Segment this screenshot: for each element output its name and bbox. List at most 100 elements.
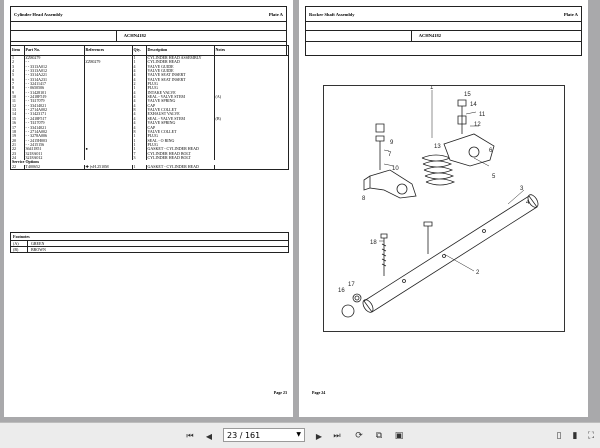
cell-qty: 4: [132, 116, 147, 122]
rocker-shaft-drawing: 1 2 3 4 5 6 7 8 9 10 11 12 13 14 15 16 1…: [338, 85, 539, 318]
cell-qty: 1: [132, 164, 147, 169]
page-24: Rocker Shaft Assembly Plate A ACHN4182: [299, 0, 588, 417]
cell-qty: 4: [132, 103, 147, 109]
assembly-code: ACHN4182: [418, 33, 441, 38]
cell-part: 36411851: [24, 147, 85, 152]
callout-18: 18: [370, 240, 377, 246]
cell-desc: VALVE SPRING: [146, 99, 215, 104]
cell-qty: 1: [132, 138, 147, 143]
page-number-input[interactable]: 23 / 161 ▼: [223, 428, 305, 442]
rotate-icon[interactable]: ⟳: [355, 431, 363, 441]
callout-6: 6: [489, 148, 493, 154]
prev-page-icon[interactable]: ◀: [205, 431, 213, 441]
callout-4: 4: [526, 200, 530, 206]
cell-item: 6: [11, 77, 25, 83]
cell-qty: 1: [132, 142, 147, 148]
cell-qty: 8: [132, 129, 147, 135]
cell-item: 20: [11, 138, 25, 143]
last-page-icon[interactable]: ⏭: [333, 431, 341, 440]
callout-10: 10: [392, 166, 399, 172]
cell-desc: VALVE SPRING: [146, 121, 215, 126]
cell-ref: ●: [84, 147, 133, 152]
cell-ref: [84, 73, 133, 78]
callout-9: 9: [390, 140, 394, 146]
cell-item: 14: [11, 112, 25, 117]
two-page-icon[interactable]: ▮: [572, 431, 578, 441]
col-header: References: [84, 46, 133, 56]
cell-part: - - 32411417: [24, 82, 85, 87]
next-page-icon[interactable]: ▶: [315, 431, 323, 441]
callout-14: 14: [470, 102, 477, 108]
callout-3: 3: [520, 186, 524, 192]
cell-item: 8: [11, 86, 25, 91]
callout-11: 11: [479, 112, 486, 118]
cell-ref: [84, 116, 133, 122]
cell-item: 3: [11, 64, 25, 70]
cell-item: 18: [11, 129, 25, 135]
cell-qty: 1: [132, 147, 147, 152]
cell-desc: SEAL - O RING: [146, 138, 215, 143]
cell-desc: VALVE SEAT INSERT: [146, 73, 215, 78]
footnote-text: GREEN: [31, 241, 45, 246]
callout-16: 16: [338, 288, 345, 294]
col-header: Part No.: [24, 46, 85, 56]
cell-qty: 8: [132, 108, 147, 113]
cell-qty: 7: [132, 151, 147, 156]
cell-note: (B): [215, 116, 221, 121]
footnotes: Footnotes (A) GREEN (B) BROWN: [10, 232, 289, 253]
cell-part: - - 33414021: [24, 125, 85, 130]
copy-icon[interactable]: ⧉: [375, 431, 383, 441]
cell-part: T400652: [24, 164, 85, 169]
page-number: Page 24: [312, 390, 326, 395]
first-page-icon[interactable]: ⏮: [186, 431, 194, 440]
cell-part: - - 3313A012: [24, 64, 85, 70]
callout-2: 2: [476, 270, 480, 276]
page-view-icon[interactable]: ▣: [394, 431, 404, 441]
cell-part: - - T417079: [24, 99, 85, 104]
cell-ref: [84, 64, 133, 70]
cell-item: 11: [11, 99, 25, 104]
cell-desc: VALVE COLLET: [146, 129, 215, 135]
cell-part: - - 2714A002: [24, 129, 85, 135]
cell-part: - - 3313A012: [24, 69, 85, 74]
cell-qty: 4: [132, 73, 147, 78]
cell-item: 1: [11, 55, 25, 61]
cell-item: 9: [11, 90, 25, 96]
single-page-icon[interactable]: ▯: [556, 431, 562, 441]
cell-desc: CYLINDER HEAD: [146, 60, 215, 65]
cell-part: - - 0650506: [24, 86, 85, 91]
cell-part: - - 31428101: [24, 90, 85, 96]
col-header: Qty.: [132, 46, 147, 56]
cell-qty: 1: [132, 134, 147, 139]
callout-12: 12: [474, 122, 481, 128]
cell-ref: [84, 142, 133, 148]
cell-ref: [84, 55, 133, 61]
cell-item: 17: [11, 125, 25, 130]
cell-ref: [84, 108, 133, 113]
cell-desc: VALVE GUIDE: [146, 69, 215, 74]
fullscreen-icon[interactable]: ⛶: [587, 431, 595, 441]
callout-8: 8: [362, 196, 366, 202]
cell-ref: [84, 77, 133, 83]
callout-1: 1: [430, 86, 434, 91]
cell-item: 21: [11, 142, 25, 148]
viewer-toolbar: ⏮ ◀ 23 / 161 ▼ ▶ ⏭ ⟳ ⧉ ▣ ▯ ▮ ⛶: [0, 422, 600, 448]
callout-7: 7: [388, 152, 392, 158]
code-band: ACHN4182: [306, 30, 581, 42]
cell-desc: VALVE GUIDE: [146, 64, 215, 70]
cell-desc: PLUG: [146, 86, 215, 91]
footnote-key: (A): [11, 241, 28, 246]
cell-note: [214, 165, 288, 169]
chevron-down-icon[interactable]: ▼: [296, 431, 301, 438]
cell-qty: 1: [132, 60, 147, 65]
